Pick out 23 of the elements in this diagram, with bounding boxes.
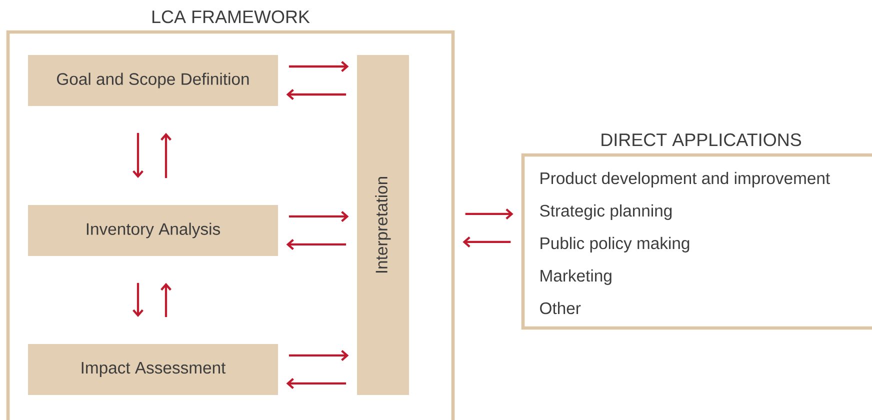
arrow [462,236,511,248]
box-title: DIRECT APPLICATIONS [602,133,802,146]
process-box: Impact Assessment [28,344,278,395]
arrow [160,282,172,318]
application-item: Strategic planning [540,204,672,220]
interpretation-band: Interpretation [357,55,409,395]
process-box: Goal and Scope Definition [28,55,278,106]
arrow [288,61,349,72]
arrow [160,132,172,178]
application-item: Product development and improvement [540,172,830,188]
arrow [288,350,349,361]
application-item: Marketing [540,269,612,285]
arrow [286,239,346,250]
application-item: Other [540,302,581,314]
arrow [286,378,346,389]
arrow [465,208,514,220]
arrow [132,132,144,178]
process-box: Inventory Analysis [28,205,278,256]
arrow [288,211,349,222]
frame-title: LCA FRAMEWORK [152,10,310,24]
arrow [132,282,144,318]
arrow [286,89,346,100]
application-item: Public policy making [540,236,690,252]
